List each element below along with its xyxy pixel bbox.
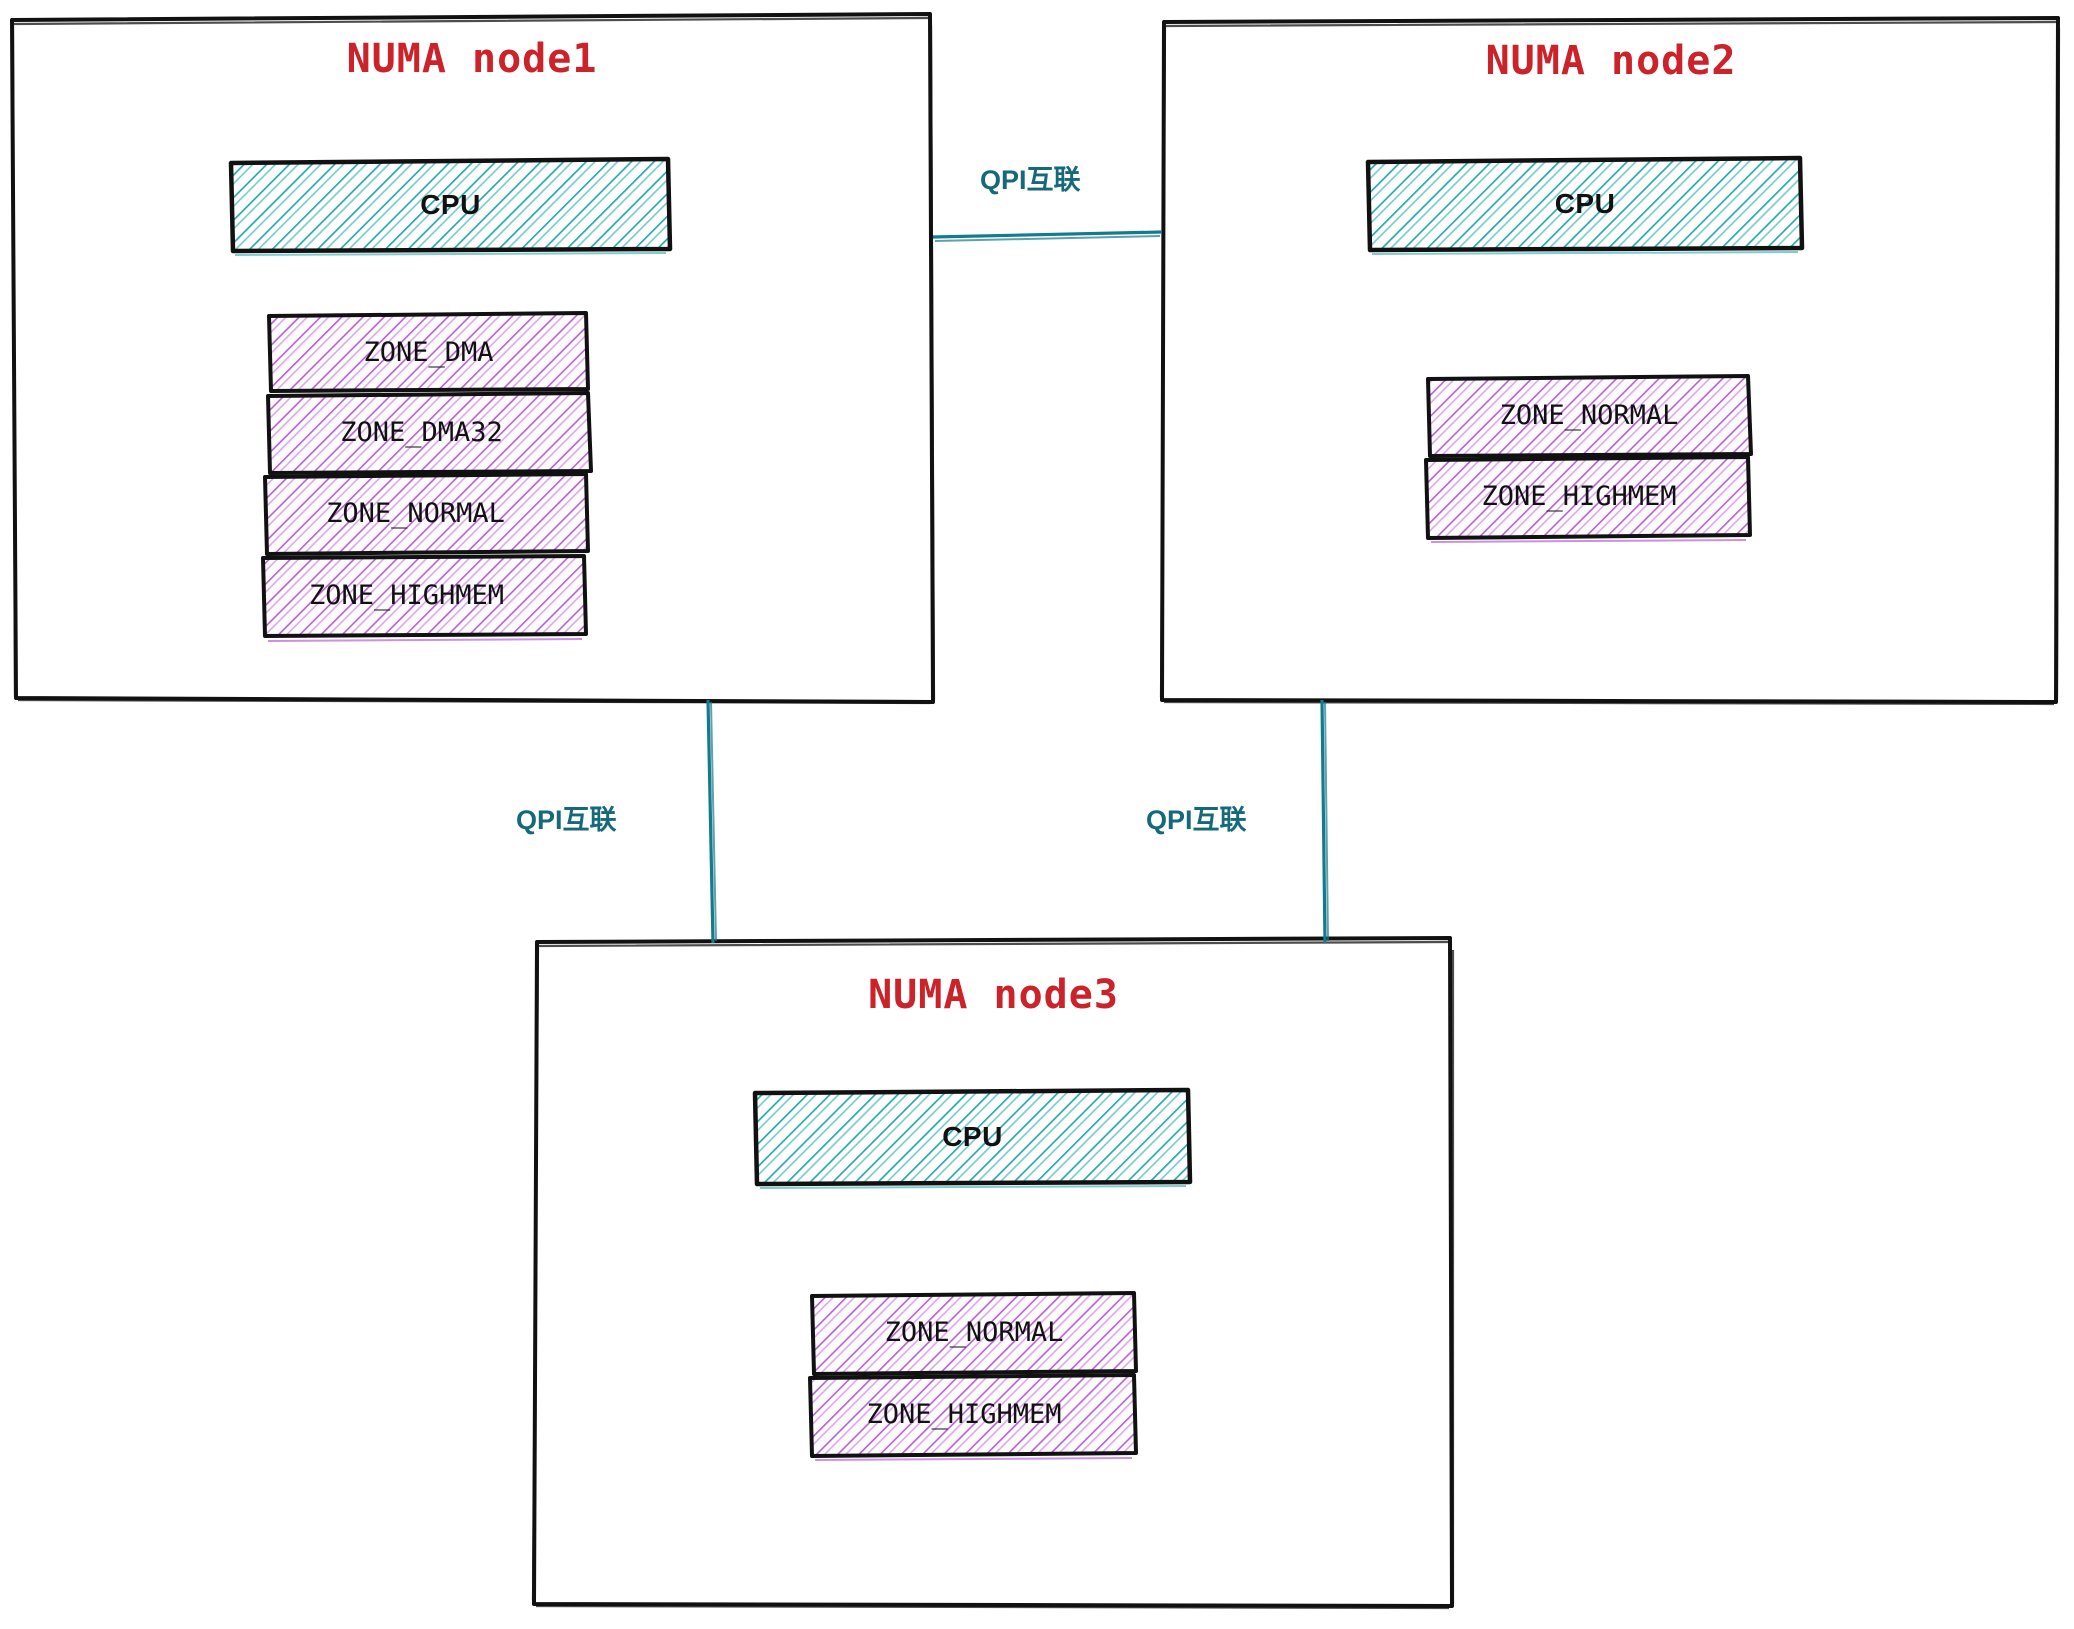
zone-block-node1-3-label: ZONE_HIGHMEM xyxy=(308,579,505,611)
node-container-node1 xyxy=(10,12,936,705)
link-label-node2-node3: QPI互联 xyxy=(1146,805,1247,835)
cpu-block-node1-label: CPU xyxy=(420,189,481,220)
zone-block-node1-2-label: ZONE_NORMAL xyxy=(326,497,505,529)
zone-block-node3-0: ZONE_NORMAL xyxy=(812,1293,1136,1371)
cpu-block-node3-label: CPU xyxy=(942,1121,1003,1152)
cpu-block-node1-shape xyxy=(228,156,673,256)
link-label-node1-node3: QPI互联 xyxy=(516,805,617,835)
cpu-block-node2: CPU xyxy=(1368,158,1802,250)
zone-block-node2-0-shape xyxy=(1426,374,1753,458)
node-title-node1: NUMA node1 xyxy=(346,36,598,82)
zone-block-node1-2: ZONE_NORMAL xyxy=(256,474,575,552)
zone-block-node2-0: ZONE_NORMAL xyxy=(1428,376,1750,454)
link-label-node1-node2: QPI互联 xyxy=(980,165,1081,195)
zone-block-node3-1: ZONE_HIGHMEM xyxy=(802,1375,1126,1453)
link-line-node2-node3 xyxy=(1320,699,1329,944)
cpu-block-node2-label: CPU xyxy=(1554,188,1616,219)
zone-block-node1-1-label: ZONE_DMA32 xyxy=(340,416,503,448)
node-title-node2: NUMA node2 xyxy=(1485,38,1737,84)
zone-block-node1-1-shape xyxy=(266,391,593,475)
zone-block-node3-0-shape xyxy=(810,1291,1138,1376)
zone-block-node1-0-label: ZONE_DMA xyxy=(363,336,494,368)
link-line-node1-node2 xyxy=(932,230,1163,242)
cpu-block-node3: CPU xyxy=(755,1090,1190,1184)
zone-block-node1-3: ZONE_HIGHMEM xyxy=(247,556,566,634)
zone-block-node3-1-shape xyxy=(808,1373,1138,1461)
zone-block-node3-1-label: ZONE_HIGHMEM xyxy=(866,1398,1062,1430)
zone-block-node2-1-label: ZONE_HIGHMEM xyxy=(1481,480,1677,512)
zone-block-node1-0-shape xyxy=(267,311,590,393)
zone-block-node1-1: ZONE_DMA32 xyxy=(262,393,581,471)
zone-block-node1-0: ZONE_DMA xyxy=(269,313,588,391)
zone-block-node1-2-shape xyxy=(263,472,590,556)
node-title-node3: NUMA node3 xyxy=(868,972,1119,1018)
node-container-node3 xyxy=(531,936,1455,1610)
zone-block-node2-0-label: ZONE_NORMAL xyxy=(1499,399,1679,431)
cpu-block-node3-shape xyxy=(752,1087,1193,1189)
zone-block-node3-0-label: ZONE_NORMAL xyxy=(884,1316,1064,1348)
link-line-node1-node3 xyxy=(706,699,717,944)
cpu-block-node1: CPU xyxy=(231,159,670,251)
zone-block-node1-3-shape xyxy=(261,554,588,642)
zone-block-node2-1: ZONE_HIGHMEM xyxy=(1418,457,1740,535)
node-container-node2 xyxy=(1159,16,2061,706)
cpu-block-node2-shape xyxy=(1365,155,1805,255)
zone-block-node2-1-shape xyxy=(1424,455,1752,543)
